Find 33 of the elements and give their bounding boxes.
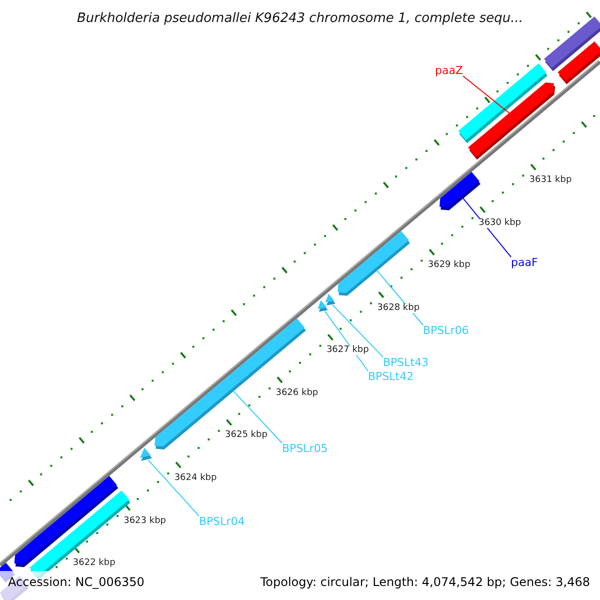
gene-label: BPSLr05 [282,443,328,454]
gene-label: BPSLt43 [383,357,429,368]
leader-line [148,460,200,516]
leader-line [232,390,282,444]
scale-label: 3623 kbp [124,516,166,526]
scale-label: 3622 kbp [72,559,116,568]
scale-label: 3624 kbp [174,474,217,483]
map-title: Burkholderia pseudomallei K96243 chromosome 1, complete sequ... [76,12,524,25]
gene-label: BPSLr04 [199,516,245,527]
gene-segment [558,41,600,84]
gene-label: BPSLr06 [423,325,469,336]
gene-segment [440,172,480,210]
gene-segment [140,448,152,461]
gene-segment [468,82,556,160]
gene-segment [318,300,328,312]
summary-text: Topology: circular; Length: 4,074,542 bp; Genes: 3,468 [260,576,590,588]
gene-segment [338,231,410,296]
scale-label: 3631 kbp [529,176,572,186]
scale-label: 3630 kbp [478,218,521,228]
gene-label: BPSLt42 [368,371,414,382]
scale-label: 3629 kbp [428,261,470,270]
scale-label: 3625 kbp [225,431,268,440]
scale-label: 3628 kbp [377,304,420,313]
leader-line [332,304,384,358]
leader-line [376,270,424,326]
scale-label: 3626 kbp [276,388,318,398]
scale-label: 3627 kbp [326,346,369,356]
leader-line [324,310,368,372]
gene-segment [325,294,336,306]
gene-label: paaZ [435,65,463,76]
gene-label: paaF [511,257,538,268]
accession-text: Accession: NC_006350 [8,576,144,588]
leader-line [462,76,510,114]
